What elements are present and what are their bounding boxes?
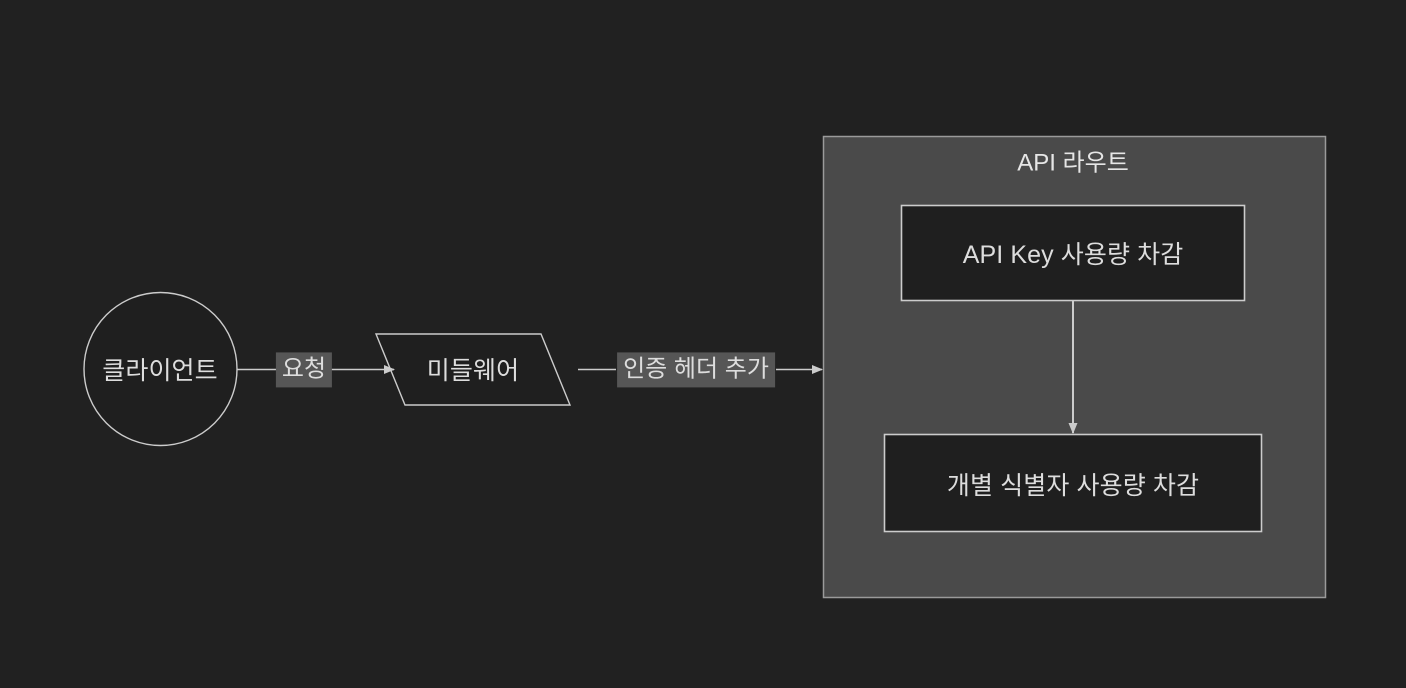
edge-label-auth-header: 인증 헤더 추가 (617, 352, 775, 388)
node-middleware-shape[interactable] (374, 333, 572, 406)
node-individual-id-usage-shape[interactable] (883, 433, 1263, 533)
subgraph-api-route-title: API 라우트 (1017, 149, 1129, 177)
edge-label-request: 요청 (275, 352, 333, 388)
node-client-shape[interactable] (83, 291, 238, 447)
node-api-key-usage-shape[interactable] (900, 204, 1246, 302)
